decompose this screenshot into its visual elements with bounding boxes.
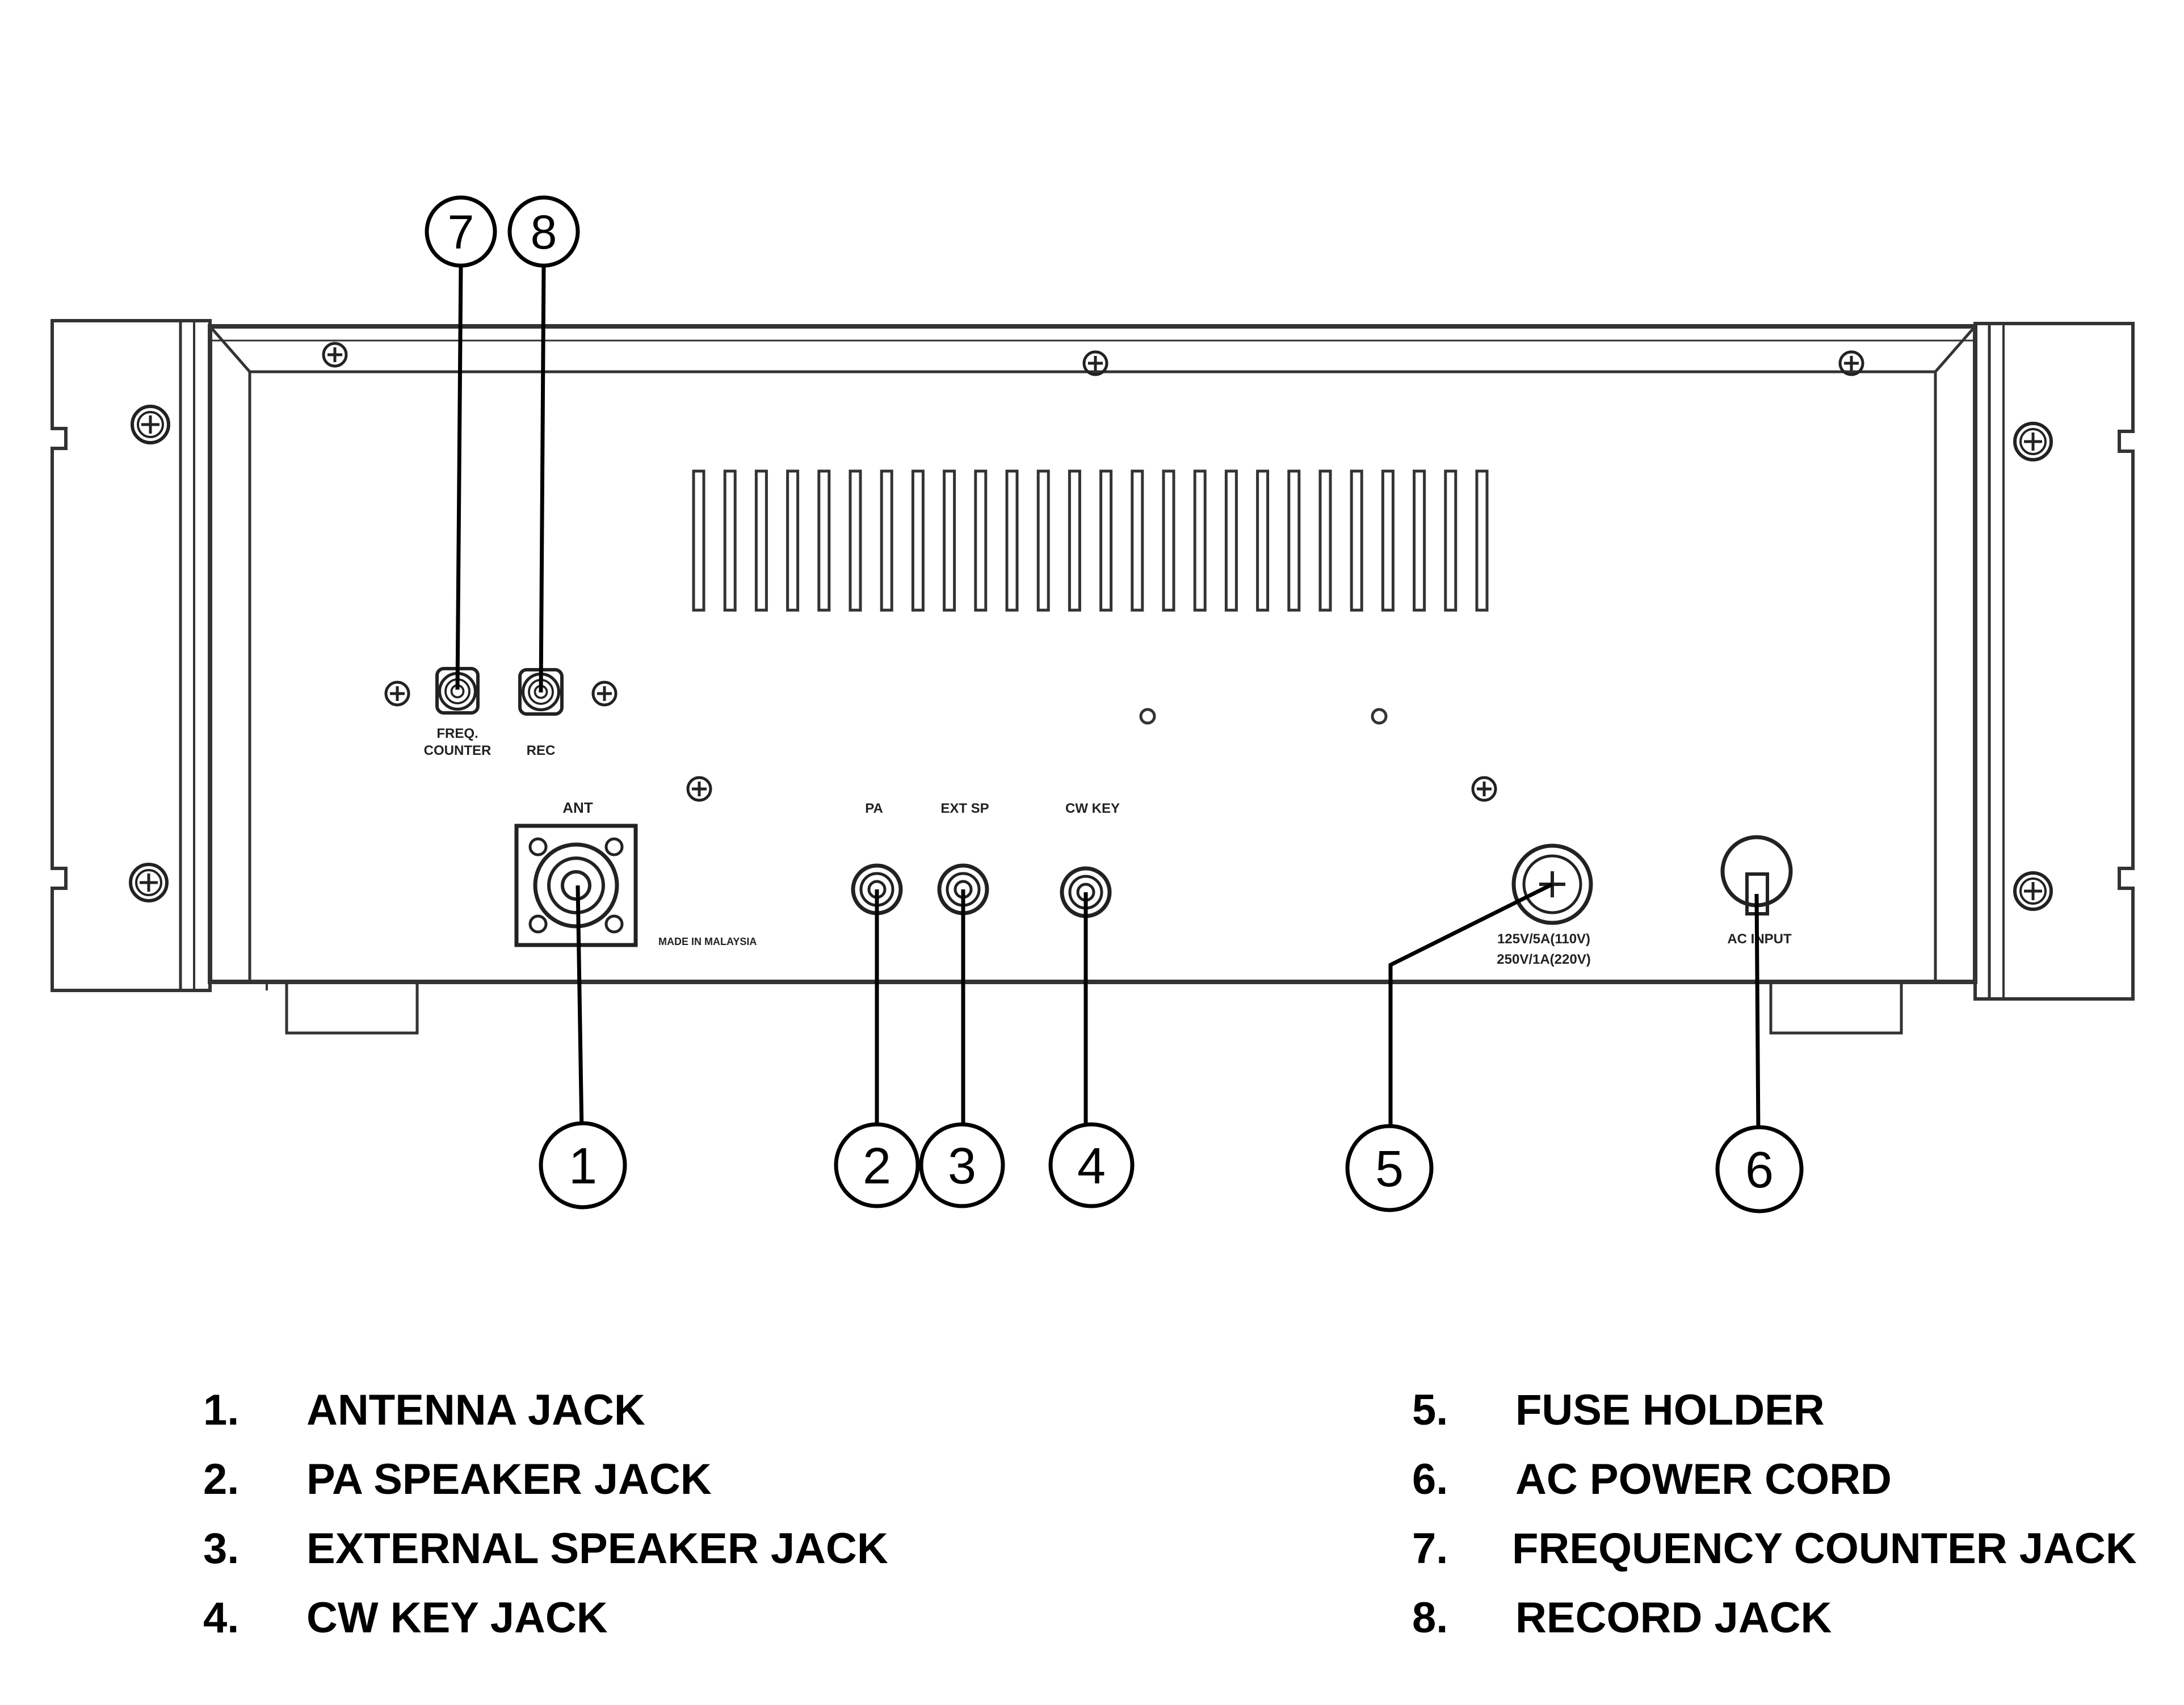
legend-item: 4. CW KEY JACK — [203, 1584, 888, 1653]
chassis-body — [208, 324, 1977, 1035]
pa-label: PA — [865, 801, 883, 816]
vent-slot — [943, 469, 956, 612]
vent-slot — [817, 469, 831, 612]
legend-item: 3. EXTERNAL SPEAKER JACK — [203, 1514, 888, 1584]
freq-counter-label-2: COUNTER — [424, 743, 492, 758]
vent-slot — [974, 469, 988, 612]
svg-text:7: 7 — [448, 205, 474, 259]
made-in-label: MADE IN MALAYSIA — [658, 936, 757, 947]
svg-text:6: 6 — [1745, 1142, 1774, 1199]
legend-left: 1. ANTENNA JACK 2. PA SPEAKER JACK 3. EX… — [203, 1376, 888, 1653]
legend-item: 1. ANTENNA JACK — [203, 1376, 888, 1445]
vent-slot — [723, 469, 737, 612]
vent-slot — [692, 469, 705, 612]
vent-slot — [1131, 469, 1144, 612]
callout-6: 6 — [1715, 1125, 1804, 1213]
callout-2: 2 — [834, 1122, 920, 1208]
legend-number: 7. — [1412, 1525, 1448, 1573]
legend-item: 5. FUSE HOLDER — [1412, 1376, 2137, 1445]
callout-4: 4 — [1048, 1122, 1135, 1208]
legend-text: ANTENNA JACK — [306, 1386, 645, 1434]
vent-slot — [786, 469, 800, 612]
vent-slot — [1068, 469, 1081, 612]
svg-text:5: 5 — [1375, 1141, 1404, 1198]
rec-label: REC — [527, 743, 556, 758]
vent-slot — [1005, 469, 1019, 612]
callout-1: 1 — [539, 1121, 627, 1210]
mounting-holes — [1139, 708, 1388, 725]
fuse-holder — [1511, 843, 1593, 925]
vent-slot — [1224, 469, 1238, 612]
legend-right: 5. FUSE HOLDER 6. AC POWER CORD 7. FREQU… — [1412, 1376, 2137, 1653]
svg-text:1: 1 — [569, 1138, 597, 1195]
legend-text: AC POWER CORD — [1515, 1455, 1892, 1504]
legend-item: 6. AC POWER CORD — [1412, 1445, 2137, 1514]
fuse-rating-2: 250V/1A(220V) — [1497, 952, 1590, 967]
vent-slot — [1162, 469, 1175, 612]
legend-number: 2. — [203, 1455, 240, 1504]
panel-screws — [324, 343, 1863, 800]
vent-slot — [1036, 469, 1050, 612]
svg-text:3: 3 — [948, 1138, 976, 1195]
vent-slot — [1475, 469, 1489, 612]
legend-text: FUSE HOLDER — [1515, 1386, 1825, 1434]
callout-8: 8 — [507, 195, 580, 268]
svg-text:4: 4 — [1077, 1138, 1106, 1195]
vent-slot — [1381, 469, 1395, 612]
freq-counter-label-1: FREQ. — [436, 726, 478, 741]
svg-text:8: 8 — [531, 205, 557, 259]
vent-slot — [849, 469, 862, 612]
ear-screws — [131, 406, 2051, 909]
callout-5: 5 — [1345, 1124, 1434, 1212]
callout-3: 3 — [919, 1122, 1005, 1208]
legend-item: 2. PA SPEAKER JACK — [203, 1445, 888, 1514]
cw-key-label: CW KEY — [1065, 801, 1120, 816]
ant-label: ANT — [562, 799, 593, 816]
svg-text:2: 2 — [863, 1138, 891, 1195]
legend-text: PA SPEAKER JACK — [306, 1455, 712, 1504]
vent-slot — [1099, 469, 1113, 612]
legend-text: CW KEY JACK — [306, 1594, 608, 1642]
right-rack-ear — [1973, 322, 2135, 1001]
left-rack-ear — [51, 319, 212, 992]
callout-7: 7 — [425, 195, 497, 268]
vent-slot — [1287, 469, 1301, 612]
vent-slot — [1318, 469, 1332, 612]
legend-number: 1. — [203, 1386, 240, 1434]
vent-slot — [911, 469, 925, 612]
ext-sp-label: EXT SP — [940, 801, 989, 816]
vent-slot — [1444, 469, 1458, 612]
vent-slot — [1256, 469, 1270, 612]
legend-number: 6. — [1412, 1455, 1448, 1504]
legend-text: FREQUENCY COUNTER JACK — [1512, 1525, 2137, 1573]
legend-item: 7. FREQUENCY COUNTER JACK — [1412, 1514, 2137, 1584]
vent-slot — [1193, 469, 1207, 612]
legend-number: 3. — [203, 1525, 240, 1573]
legend-number: 4. — [203, 1594, 240, 1642]
vent-slot — [880, 469, 893, 612]
vent-slot — [1413, 469, 1426, 612]
fuse-rating-1: 125V/5A(110V) — [1497, 931, 1590, 947]
legend-number: 5. — [1412, 1386, 1448, 1434]
vent-slot — [1350, 469, 1363, 612]
ventilation-slots — [692, 469, 1489, 612]
ac-input-label: AC INPUT — [1727, 931, 1792, 947]
antenna-connector — [514, 824, 638, 947]
callout-leader-lines — [455, 265, 1761, 1136]
legend-text: RECORD JACK — [1515, 1594, 1832, 1642]
vent-slot — [754, 469, 768, 612]
legend-item: 8. RECORD JACK — [1412, 1584, 2137, 1653]
legend-number: 8. — [1412, 1594, 1448, 1642]
legend-text: EXTERNAL SPEAKER JACK — [306, 1525, 888, 1573]
